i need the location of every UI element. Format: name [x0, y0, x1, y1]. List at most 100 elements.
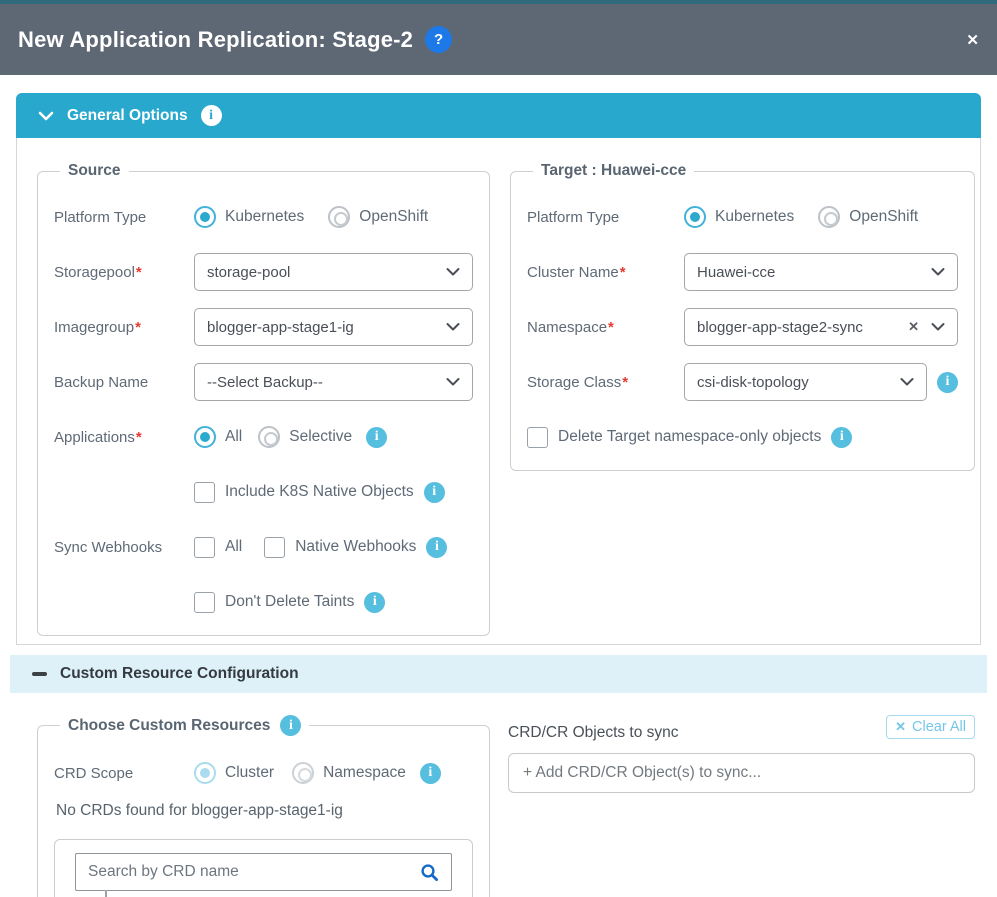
info-icon[interactable]: i	[426, 536, 448, 558]
cluster-name-select[interactable]: Huawei-cce	[684, 253, 958, 291]
radio-source-kubernetes[interactable]: Kubernetes	[194, 206, 304, 228]
general-options-section-header[interactable]: General Options i	[16, 93, 981, 138]
storagepool-label: Storagepool*	[54, 263, 142, 281]
crd-search-input[interactable]	[88, 863, 420, 881]
chevron-down-icon	[900, 378, 914, 386]
cluster-name-row: Cluster Name* Huawei-cce	[527, 253, 958, 291]
target-legend: Target : Huawei-cce	[541, 162, 687, 179]
radio-applications-all[interactable]: All	[194, 426, 242, 448]
crd-objects-to-sync-label: CRD/CR Objects to sync	[508, 724, 679, 741]
applications-label: Applications*	[54, 428, 142, 446]
radio-crd-scope-cluster[interactable]: Cluster	[194, 762, 274, 784]
radio-target-kubernetes[interactable]: Kubernetes	[684, 206, 794, 228]
cluster-name-label: Cluster Name*	[527, 263, 626, 281]
info-icon[interactable]: i	[937, 371, 958, 393]
imagegroup-row: Imagegroup* blogger-app-stage1-ig	[54, 308, 473, 346]
radio-applications-selective[interactable]: Selective	[258, 426, 352, 448]
radio-unselected-icon	[258, 426, 281, 448]
info-icon[interactable]: i	[366, 426, 388, 448]
general-options-title: General Options	[67, 106, 188, 124]
source-platform-row: Platform Type Kubernetes OpenShift	[54, 198, 473, 236]
radio-target-openshift[interactable]: OpenShift	[818, 206, 918, 228]
crd-list-container	[54, 839, 473, 897]
chevron-down-icon	[446, 378, 460, 386]
radio-label: Namespace	[323, 764, 406, 781]
modal-header: New Application Replication: Stage-2 ? ✕	[0, 0, 997, 75]
radio-label: OpenShift	[359, 208, 429, 225]
sync-webhooks-all-label: All	[225, 538, 243, 555]
info-icon[interactable]: i	[364, 591, 386, 613]
platform-type-label: Platform Type	[54, 208, 147, 226]
dont-delete-taints-label: Don't Delete Taints	[225, 593, 355, 610]
imagegroup-value: blogger-app-stage1-ig	[207, 318, 354, 336]
radio-crd-scope-namespace[interactable]: Namespace	[292, 762, 406, 784]
namespace-row: Namespace* blogger-app-stage2-sync ✕	[527, 308, 958, 346]
storagepool-row: Storagepool* storage-pool	[54, 253, 473, 291]
choose-custom-resources-fieldset: Choose Custom Resources i CRD Scope Clus…	[37, 715, 490, 897]
custom-resource-config-section-header[interactable]: Custom Resource Configuration	[10, 655, 987, 693]
sync-webhooks-label: Sync Webhooks	[54, 538, 163, 556]
delete-target-ns-checkbox[interactable]	[527, 426, 548, 448]
storage-class-select[interactable]: csi-disk-topology	[684, 363, 927, 401]
crd-scope-label: CRD Scope	[54, 764, 134, 782]
source-legend: Source	[68, 162, 121, 179]
info-icon[interactable]: i	[423, 481, 445, 503]
radio-unselected-icon	[328, 206, 351, 228]
modal-title: New Application Replication: Stage-2	[18, 26, 414, 52]
chevron-down-icon	[931, 323, 945, 331]
backup-name-label: Backup Name	[54, 373, 149, 391]
applications-row: Applications* All Selective i	[54, 418, 473, 456]
native-webhooks-checkbox[interactable]	[264, 536, 286, 558]
radio-label: Selective	[289, 428, 353, 445]
info-icon[interactable]: i	[280, 715, 302, 736]
help-icon[interactable]: ?	[425, 26, 453, 53]
namespace-select[interactable]: blogger-app-stage2-sync ✕	[684, 308, 958, 346]
storage-class-value: csi-disk-topology	[697, 373, 809, 391]
radio-label: Kubernetes	[715, 208, 795, 225]
dont-delete-taints-row: Don't Delete Taints i	[54, 583, 473, 621]
cluster-name-value: Huawei-cce	[697, 263, 776, 281]
info-icon[interactable]: i	[831, 426, 853, 448]
clear-all-button[interactable]: ✕ Clear All	[886, 715, 975, 739]
storage-class-row: Storage Class* csi-disk-topology i	[527, 363, 958, 401]
storage-class-label: Storage Class*	[527, 373, 629, 391]
crd-scope-row: CRD Scope Cluster Namespace i	[54, 754, 473, 792]
target-platform-row: Platform Type Kubernetes OpenShift	[527, 198, 958, 236]
sync-webhooks-all-checkbox[interactable]	[194, 536, 215, 558]
platform-type-label: Platform Type	[527, 208, 620, 226]
radio-unselected-icon	[292, 762, 315, 784]
clear-all-label: Clear All	[912, 719, 966, 735]
delete-target-ns-row: Delete Target namespace-only objects i	[527, 418, 958, 456]
add-crd-objects-input[interactable]	[508, 753, 975, 793]
info-icon[interactable]: i	[200, 105, 222, 126]
radio-unselected-icon	[818, 206, 841, 228]
imagegroup-select[interactable]: blogger-app-stage1-ig	[194, 308, 473, 346]
modal-body: General Options i Source Platform Type K…	[0, 93, 997, 645]
radio-label: Cluster	[225, 764, 275, 781]
search-icon[interactable]	[420, 863, 439, 882]
include-k8s-checkbox[interactable]	[194, 481, 215, 503]
radio-selected-icon	[194, 426, 216, 448]
storagepool-select[interactable]: storage-pool	[194, 253, 473, 291]
chevron-down-icon	[446, 268, 460, 276]
clear-selection-icon[interactable]: ✕	[908, 319, 919, 334]
close-icon[interactable]: ✕	[966, 31, 979, 49]
crd-search-field	[75, 853, 452, 891]
sync-webhooks-row: Sync Webhooks All Native Webhooks i	[54, 528, 473, 566]
native-webhooks-label: Native Webhooks	[295, 538, 417, 555]
radio-label: All	[225, 428, 243, 445]
backup-name-row: Backup Name --Select Backup--	[54, 363, 473, 401]
radio-source-openshift[interactable]: OpenShift	[328, 206, 428, 228]
imagegroup-label: Imagegroup*	[54, 318, 141, 336]
chevron-down-icon	[38, 111, 54, 120]
dont-delete-taints-checkbox[interactable]	[194, 591, 215, 613]
include-k8s-row: Include K8S Native Objects i	[54, 473, 473, 511]
clear-icon: ✕	[895, 719, 906, 734]
info-icon[interactable]: i	[419, 762, 441, 784]
radio-selected-icon	[194, 206, 216, 228]
crd-item-checkbox[interactable]	[105, 890, 107, 897]
backup-name-select[interactable]: --Select Backup--	[194, 363, 473, 401]
choose-custom-resources-legend: Choose Custom Resources i	[60, 715, 309, 736]
backup-name-value: --Select Backup--	[207, 373, 323, 391]
radio-label: OpenShift	[849, 208, 919, 225]
